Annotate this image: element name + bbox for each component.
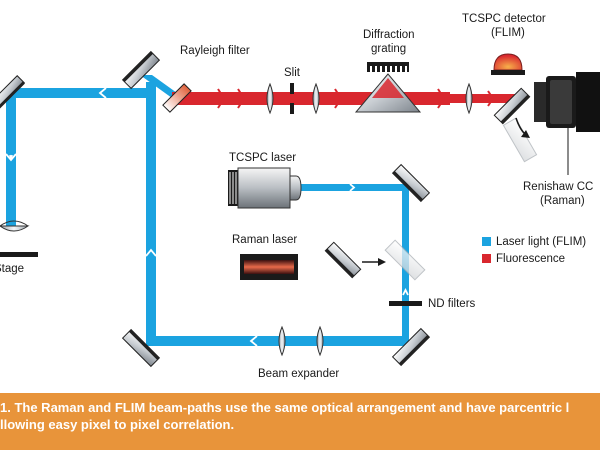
stage-objective-lens: [0, 225, 30, 232]
detector-lens: [465, 82, 473, 115]
tcspc-laser-icon: [228, 167, 302, 209]
mirror-bottom-left: [121, 328, 161, 368]
slit-lens-left: [266, 82, 274, 115]
label-renishaw-line2: (Raman): [540, 195, 585, 207]
laser-beam-arrows: [5, 87, 409, 347]
label-renishaw-line1: Renishaw CC: [523, 181, 593, 193]
legend: Laser light (FLIM) Fluorescence: [482, 236, 586, 265]
label-raman-laser: Raman laser: [232, 234, 297, 246]
label-rayleigh-filter: Rayleigh filter: [180, 45, 250, 57]
caption-line-1: 1. The Raman and FLIM beam-paths use the…: [0, 400, 570, 415]
stage-platform: [0, 252, 38, 257]
beam-expander-lens-left: [278, 325, 286, 357]
tcspc-detector-icon: [491, 53, 525, 75]
mirror-raman-flip-ghost: [384, 239, 426, 281]
legend-swatch-laser: [482, 237, 491, 246]
mirror-top-center: [121, 50, 161, 90]
laser-beams: [6, 75, 409, 346]
caption-line-2: llowing easy pixel to pixel correlation.: [0, 417, 235, 432]
mirror-top-left: [0, 75, 25, 109]
fluorescence-arrows: [217, 88, 495, 109]
label-diffraction-line2: grating: [371, 43, 406, 55]
mirror-ccd-flip: [493, 87, 531, 125]
beam-path-diagram: Rayleigh filter Slit Diffraction grating…: [0, 13, 600, 380]
mirror-raman-flip: [324, 241, 362, 279]
label-beam-expander: Beam expander: [258, 368, 339, 380]
beam-tcspc-horizontal: [296, 184, 408, 191]
label-nd-filters: ND filters: [428, 298, 476, 310]
label-stage: Stage: [0, 263, 24, 275]
legend-label-laser: Laser light (FLIM): [496, 236, 586, 248]
legend-label-fluorescence: Fluorescence: [496, 253, 565, 265]
slit: [290, 83, 294, 114]
label-tcspc-detector-line1: TCSPC detector: [462, 13, 546, 25]
label-tcspc-laser: TCSPC laser: [229, 152, 296, 164]
mirror-ccd-flip-ghost: [502, 117, 538, 163]
beam-bottom-horizontal: [146, 336, 406, 346]
figure-caption: 1. The Raman and FLIM beam-paths use the…: [0, 393, 600, 450]
mirrors: [0, 50, 538, 368]
label-slit: Slit: [284, 67, 301, 79]
fluorescence-tail: [450, 94, 518, 103]
flip-arrows: [362, 117, 530, 266]
raman-laser-icon: [240, 254, 298, 280]
mirror-bottom-right: [391, 327, 431, 367]
nd-filter: [389, 301, 422, 306]
diffraction-grating: [354, 62, 422, 113]
mirror-right-upper: [391, 163, 431, 203]
label-diffraction-line1: Diffraction: [363, 29, 415, 41]
beam-top-horizontal: [6, 88, 150, 98]
beam-expander-lens-right: [316, 325, 324, 357]
legend-swatch-fluorescence: [482, 254, 491, 263]
slit-lens-right: [312, 82, 320, 115]
renishaw-ccd-icon: [534, 72, 600, 175]
label-tcspc-detector-line2: (FLIM): [491, 27, 525, 39]
beam-main-vertical: [146, 82, 156, 346]
lenses: [0, 82, 473, 357]
rayleigh-filter: [162, 83, 192, 113]
